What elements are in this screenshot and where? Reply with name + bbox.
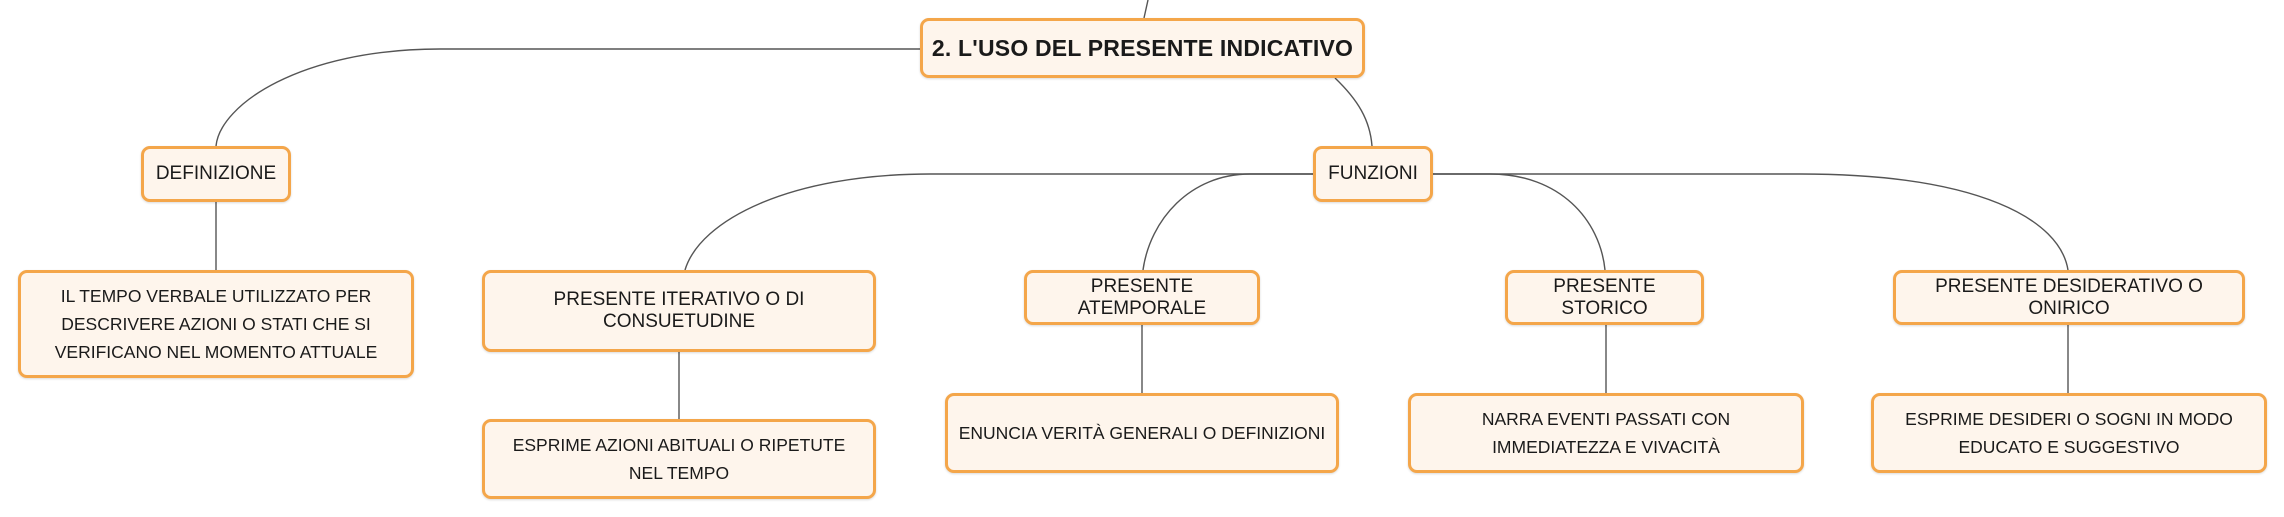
root-label: 2. L'USO DEL PRESENTE INDICATIVO — [931, 34, 1354, 61]
funzioni-node[interactable]: FUNZIONI — [1313, 146, 1433, 202]
atemporale-detail-text: ENUNCIA VERITÀ GENERALI O DEFINIZIONI — [958, 423, 1326, 443]
desiderativo-node[interactable]: PRESENTE DESIDERATIVO O ONIRICO — [1893, 270, 2245, 325]
connector-funzioni-desiderativo — [1433, 173, 2069, 271]
connector-funzioni-atemporale — [1142, 173, 1313, 271]
storico-detail-node[interactable]: NARRA EVENTI PASSATI CON IMMEDIATEZZA E … — [1408, 393, 1804, 473]
funzioni-label: FUNZIONI — [1328, 163, 1418, 184]
connector-root-definizione — [215, 48, 920, 147]
storico-label: PRESENTE STORICO — [1553, 275, 1656, 319]
iterativo-node[interactable]: PRESENTE ITERATIVO O DI CONSUETUDINE — [482, 270, 876, 352]
definizione-node[interactable]: DEFINIZIONE — [141, 146, 291, 202]
connector-top-stub — [1143, 0, 1149, 19]
atemporale-label: PRESENTE ATEMPORALE — [1077, 275, 1207, 319]
connector-funzioni-iterativo — [684, 173, 1313, 271]
connector-root-funzioni — [1334, 77, 1373, 147]
desiderativo-detail-node[interactable]: ESPRIME DESIDERI O SOGNI IN MODO EDUCATO… — [1871, 393, 2267, 473]
storico-detail-text: NARRA EVENTI PASSATI CON IMMEDIATEZZA E … — [1481, 409, 1731, 457]
desiderativo-label: PRESENTE DESIDERATIVO O ONIRICO — [1935, 275, 2203, 319]
desiderativo-detail-text: ESPRIME DESIDERI O SOGNI IN MODO EDUCATO… — [1905, 409, 2233, 457]
definizione-detail-text: IL TEMPO VERBALE UTILIZZATO PER DESCRIVE… — [54, 286, 378, 362]
root-node[interactable]: 2. L'USO DEL PRESENTE INDICATIVO — [920, 18, 1365, 78]
connector-funzioni-storico — [1433, 173, 1606, 271]
definizione-label: DEFINIZIONE — [155, 163, 277, 184]
definizione-detail-node[interactable]: IL TEMPO VERBALE UTILIZZATO PER DESCRIVE… — [18, 270, 414, 378]
atemporale-node[interactable]: PRESENTE ATEMPORALE — [1024, 270, 1260, 325]
atemporale-detail-node[interactable]: ENUNCIA VERITÀ GENERALI O DEFINIZIONI — [945, 393, 1339, 473]
iterativo-detail-text: ESPRIME AZIONI ABITUALI O RIPETUTE NEL T… — [512, 435, 846, 483]
iterativo-label: PRESENTE ITERATIVO O DI CONSUETUDINE — [553, 289, 805, 332]
storico-node[interactable]: PRESENTE STORICO — [1505, 270, 1704, 325]
iterativo-detail-node[interactable]: ESPRIME AZIONI ABITUALI O RIPETUTE NEL T… — [482, 419, 876, 499]
